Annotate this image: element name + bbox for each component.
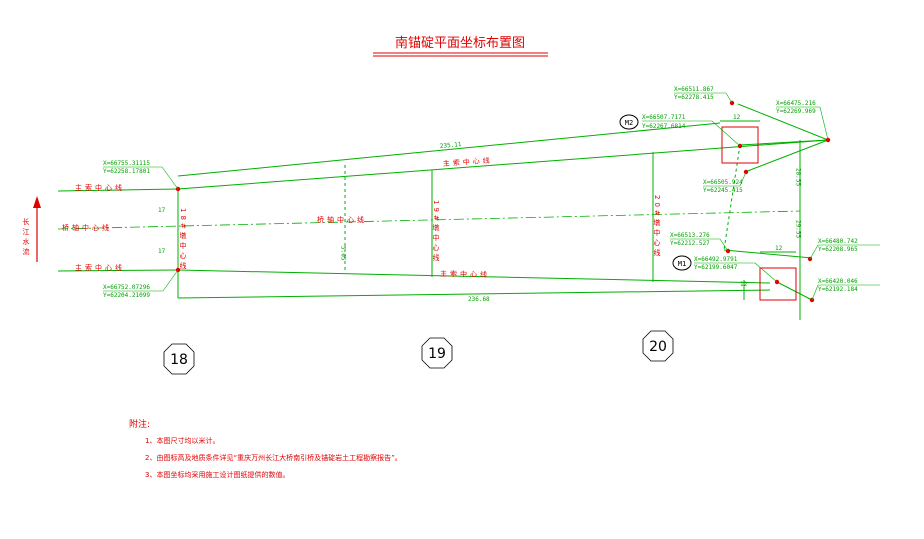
coord-m1-top: X=66513.276 Y=62212.527	[670, 232, 729, 252]
svg-text:X=66511.867: X=66511.867	[674, 86, 714, 93]
label-top-main: 主索中心线	[75, 183, 125, 192]
notes-heading: 附注:	[129, 418, 150, 430]
coord-m1-right: X=66480.742 Y=62208.965	[809, 238, 880, 260]
note-item-3: 3、本图坐标均采用施工设计图纸提供的数值。	[145, 470, 289, 479]
m1-diag	[776, 281, 813, 301]
river-flow-label: 长江水流	[22, 217, 30, 258]
m2-link	[739, 139, 829, 146]
svg-text:Y=62212.527: Y=62212.527	[670, 240, 710, 247]
coord-apex: X=66475.216 Y=62269.969	[776, 100, 829, 141]
marker-m1: M1	[672, 255, 692, 271]
label-bottom-main: 主索中心线	[75, 263, 125, 272]
note-item-1: 1、本图尺寸均以米计。	[145, 436, 219, 445]
dim-right-28: 28.55	[795, 168, 802, 186]
pier-marker-18: 18	[163, 343, 195, 375]
svg-text:X=66492.9791: X=66492.9791	[694, 256, 738, 263]
svg-text:X=66475.216: X=66475.216	[776, 100, 816, 107]
river-flow-arrow	[33, 196, 41, 262]
anchor-block-m1	[759, 267, 797, 301]
bridge-axis-line	[57, 210, 801, 230]
coord-m1-low: X=66420.046 Y=62192.184	[811, 278, 880, 301]
svg-text:Y=62192.184: Y=62192.184	[818, 286, 858, 293]
dim-mid-small: 5.05	[340, 246, 347, 261]
coord-p18-top: X=66755.31115 Y=62258.17801	[103, 160, 179, 190]
svg-text:X=66507.7171: X=66507.7171	[642, 114, 686, 121]
svg-text:Y=62258.17801: Y=62258.17801	[103, 168, 150, 175]
diag-bottom-cable	[177, 269, 771, 284]
top-main-cable-line	[57, 188, 179, 192]
dim-left-upper: 17	[158, 207, 166, 214]
coord-m2-low: X=66505.924 Y=62245.415	[703, 171, 747, 194]
coord-m2-top: X=66511.867 Y=62278.415	[674, 86, 733, 104]
svg-text:18: 18	[170, 352, 188, 368]
svg-text:X=66752.07296: X=66752.07296	[103, 284, 150, 291]
pier-marker-19: 19	[421, 337, 453, 369]
dim-top-ext	[177, 122, 721, 177]
label-pier-19: 19#墩中心线	[432, 200, 440, 264]
svg-text:Y=62245.415: Y=62245.415	[703, 187, 743, 194]
m1-link	[723, 249, 813, 259]
coord-m2-center: X=66507.7171 Y=62267.6814	[642, 114, 741, 147]
anchor-apex-down	[744, 139, 829, 173]
coord-p18-bottom: X=66752.07296 Y=62204.21099	[103, 269, 179, 299]
svg-text:19: 19	[428, 346, 446, 362]
svg-text:X=66513.276: X=66513.276	[670, 232, 710, 239]
svg-text:Y=62208.965: Y=62208.965	[818, 246, 858, 253]
svg-text:Y=62199.6047: Y=62199.6047	[694, 264, 738, 271]
label-bridge-axis-2: 桥轴中心线	[317, 215, 367, 224]
svg-text:M2: M2	[625, 119, 633, 127]
svg-text:X=66505.924: X=66505.924	[703, 179, 743, 186]
dim-bottom-length: 236.68	[468, 296, 490, 303]
diag-top-cable	[177, 139, 829, 190]
dim-box-top-w: 12	[733, 114, 741, 121]
anchor-apex-left	[737, 103, 829, 141]
bottom-main-cable-line	[57, 269, 179, 272]
label-pier-20: 20#墩中心线	[653, 195, 661, 259]
dim-bottom-ext	[177, 289, 771, 299]
label-diag-bottom: 主索中心线	[440, 269, 490, 279]
label-diag-top: 主索中心线	[443, 156, 494, 168]
svg-text:20: 20	[649, 339, 667, 355]
svg-text:X=66755.31115: X=66755.31115	[103, 160, 150, 167]
svg-text:X=66480.742: X=66480.742	[818, 238, 858, 245]
svg-text:Y=62278.415: Y=62278.415	[674, 94, 714, 101]
drawing-title: 南锚碇平面坐标布置图	[395, 35, 525, 51]
label-bridge-axis: 桥轴中心线	[62, 223, 112, 232]
coord-m1-center: X=66492.9791 Y=62199.6047	[694, 256, 778, 283]
pier-marker-20: 20	[642, 330, 674, 362]
svg-text:Y=62269.969: Y=62269.969	[776, 108, 816, 115]
svg-text:M1: M1	[678, 260, 686, 268]
dim-box-bot-h: 12	[740, 281, 748, 288]
svg-text:Y=62204.21099: Y=62204.21099	[103, 292, 150, 299]
svg-text:X=66420.046: X=66420.046	[818, 278, 858, 285]
dim-box-bot-w: 12	[775, 245, 783, 252]
dim-top-length: 235.11	[440, 141, 463, 150]
anchor-block-m2	[721, 126, 759, 164]
marker-m2: M2	[619, 114, 639, 130]
note-item-2: 2、由图标高及地质条件详见“重庆万州长江大桥南引桥及锚碇岩土工程勘察报告”。	[145, 453, 402, 462]
dim-left-lower: 17	[158, 248, 166, 255]
dim-right-29: 29.55	[795, 220, 802, 238]
svg-text:Y=62267.6814: Y=62267.6814	[642, 123, 686, 130]
label-pier-18: 18#墩中心线	[179, 208, 187, 272]
m2-m1-link	[723, 144, 741, 251]
